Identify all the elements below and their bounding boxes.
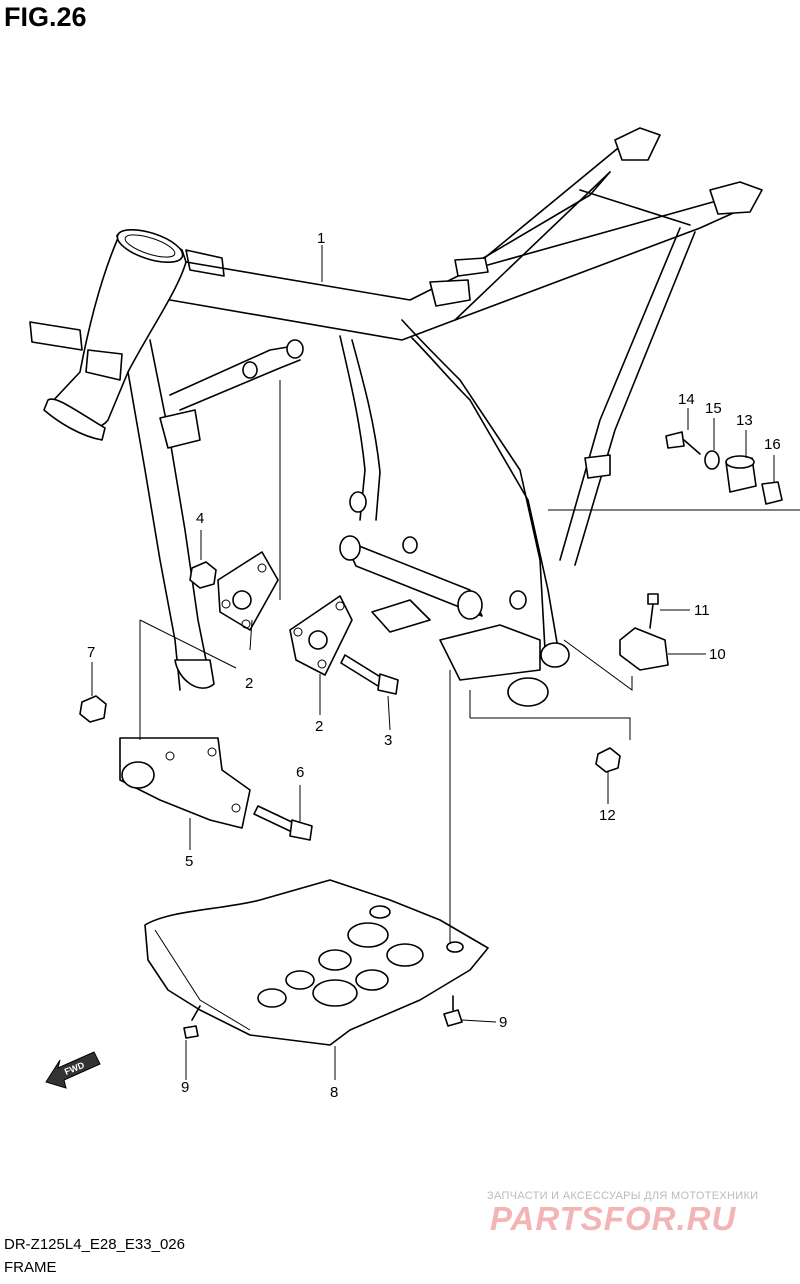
callout-10: 10 xyxy=(709,646,726,663)
callout-13: 13 xyxy=(736,412,753,429)
rubber-mount-10 xyxy=(619,627,669,671)
callout-16: 16 xyxy=(764,436,781,453)
callout-5: 5 xyxy=(185,853,193,870)
callout-2a: 2 xyxy=(245,675,253,692)
model-code: DR-Z125L4_E28_E33_026 xyxy=(4,1236,185,1253)
callout-15: 15 xyxy=(705,400,722,417)
collar-13 xyxy=(725,455,757,493)
bolt-3 xyxy=(340,654,399,695)
watermark-brand: PARTSFOR.RU xyxy=(490,1200,737,1237)
callout-9a: 9 xyxy=(181,1079,189,1096)
callout-3: 3 xyxy=(384,732,392,749)
callout-4: 4 xyxy=(196,510,204,527)
callout-9b: 9 xyxy=(499,1014,507,1031)
bolt-6 xyxy=(253,805,313,841)
engine-bracket-right xyxy=(289,595,353,676)
watermark-caption: ЗАПЧАСТИ И АКСЕССУАРЫ ДЛЯ МОТОТЕХНИКИ xyxy=(487,1190,759,1202)
spacer-16 xyxy=(761,481,783,505)
nut-12 xyxy=(595,747,621,773)
engine-mount-plate-5 xyxy=(119,737,251,829)
skid-plate-8 xyxy=(144,879,489,1046)
callout-14: 14 xyxy=(678,391,695,408)
section-name: FRAME xyxy=(4,1259,57,1276)
callout-labels: 1 2 2 3 4 5 6 7 8 9 9 10 11 12 13 14 15 … xyxy=(87,230,781,1101)
callout-11: 11 xyxy=(694,602,710,619)
engine-bracket-left xyxy=(217,551,279,631)
bolt-9-right xyxy=(443,995,463,1027)
callout-6: 6 xyxy=(296,764,304,781)
bolt-9-left xyxy=(183,1005,201,1039)
washer-15 xyxy=(704,450,720,470)
callout-2b: 2 xyxy=(315,718,323,735)
bolt-11 xyxy=(647,593,659,629)
leader-lines xyxy=(91,245,800,1080)
nut-7 xyxy=(79,695,107,723)
bolt-14 xyxy=(665,431,701,455)
nut-4 xyxy=(189,561,217,589)
figure-title: FIG.26 xyxy=(4,2,87,32)
callout-12: 12 xyxy=(599,807,616,824)
callout-8: 8 xyxy=(330,1084,338,1101)
callout-7: 7 xyxy=(87,644,95,661)
forward-arrow-icon: FWD xyxy=(45,1051,101,1089)
main-frame xyxy=(29,127,763,707)
callout-1: 1 xyxy=(317,230,325,247)
